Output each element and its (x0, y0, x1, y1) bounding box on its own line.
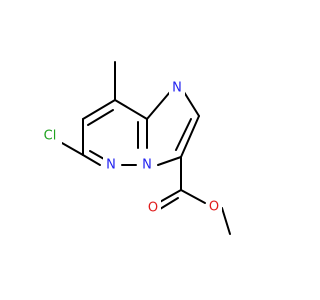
bond-c6-n5-double (89, 150, 105, 160)
bond-carbonyl-o (157, 189, 182, 204)
bond-c8-c7 (82, 99, 116, 120)
atom-oxygen-carbonyl: O (148, 201, 158, 216)
bond-o-methyl (221, 207, 231, 235)
atom-oxygen-ester: O (209, 200, 219, 215)
bond-c3-n4 (157, 156, 182, 166)
bond-carbonyl-o-ester (180, 189, 206, 204)
bond-c2-c3 (180, 115, 200, 158)
bond-c8-c7-double (87, 109, 114, 126)
atom-chlorine: Cl (44, 129, 57, 144)
bond-c2-c3-double (175, 118, 192, 151)
atom-n-pyridazine: N (106, 158, 116, 173)
bond-c6-n5 (82, 154, 101, 166)
bond-carbonyl-o-double (159, 197, 179, 210)
atom-n-bridge: N (142, 158, 152, 173)
bond-c6-cl (61, 142, 84, 156)
bonds (61, 61, 231, 235)
molecule-structure: N N N Cl O O (38, 61, 231, 235)
atom-labels: N N N Cl O O (38, 80, 222, 216)
bond-c8-c8a (114, 99, 148, 120)
bond-n1-c2 (183, 91, 200, 117)
bond-c8a-n1 (146, 91, 171, 120)
atom-n-imidazole: N (172, 81, 182, 96)
